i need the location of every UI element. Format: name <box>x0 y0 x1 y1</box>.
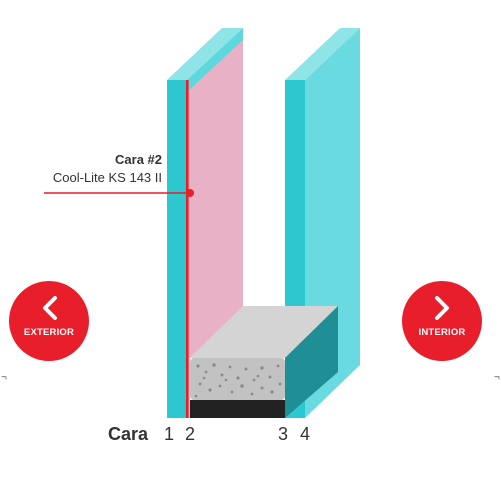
chevron-right-icon <box>435 296 449 320</box>
face-number-3: 3 <box>278 424 289 444</box>
callout-dot <box>186 189 194 197</box>
face-number-4: 4 <box>300 424 311 444</box>
face-2-callout: Cara #2 Cool-Lite KS 143 II <box>30 151 162 187</box>
exterior-label: EXTERIOR <box>23 327 75 338</box>
inner-glass-pane-top <box>285 28 360 80</box>
callout-product: Cool-Lite KS 143 II <box>52 170 162 185</box>
spacer-top <box>190 306 338 358</box>
interior-button[interactable]: INTERIOR <box>402 281 482 361</box>
outer-glass-pane <box>167 80 187 418</box>
interior-label: INTERIOR <box>418 327 466 338</box>
face-number-1: 1 <box>164 424 175 444</box>
callout-title: Cara #2 <box>115 152 162 167</box>
chevron-left-icon <box>43 296 57 320</box>
spacer-sealant <box>190 400 285 418</box>
desiccant-dots <box>194 363 282 398</box>
spacer-side <box>285 306 338 418</box>
face-number-2: 2 <box>185 424 196 444</box>
faces-label: Cara <box>108 424 149 444</box>
exterior-button[interactable]: EXTERIOR <box>9 281 89 361</box>
right-edge-mark: ¬ <box>494 372 500 383</box>
outer-glass-pane-side <box>187 28 243 92</box>
face-2-coating-line <box>186 80 189 418</box>
low-e-coating <box>187 28 243 418</box>
outer-glass-pane-top <box>167 28 243 80</box>
left-edge-mark: ¬ <box>1 372 7 383</box>
